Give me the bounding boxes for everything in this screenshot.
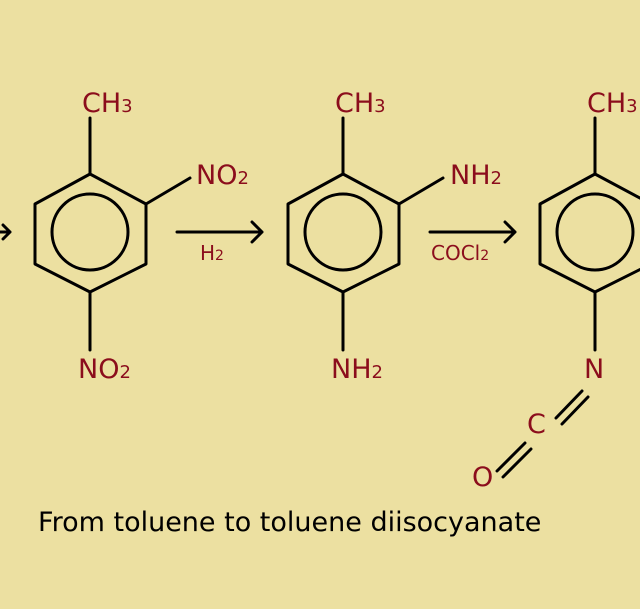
toluene-diisocyanate-structure: CH3 N C O [472, 88, 640, 493]
reagent-phosgene: COCl2 [431, 241, 489, 265]
reaction-arrow-phosgenation: COCl2 [428, 220, 517, 265]
dinitrotoluene-structure: CH3 NO2 NO2 [33, 88, 249, 385]
reagent-h2: H2 [200, 241, 224, 265]
carbon-label: C [527, 409, 546, 440]
caption: From toluene to toluene diisocyanate [38, 507, 541, 538]
amine-label-ortho: NH2 [450, 160, 502, 191]
nitrogen-label: N [584, 354, 604, 385]
methyl-label: CH3 [335, 88, 386, 119]
methyl-label: CH3 [82, 88, 133, 119]
aromatic-circle [555, 192, 635, 272]
double-bond-n-c [554, 389, 590, 426]
benzene-ring [538, 172, 640, 294]
nitro-label-ortho: NO2 [196, 160, 249, 191]
arrow-from-previous [0, 223, 12, 241]
toluenediamine-structure: CH3 NH2 NH2 [286, 88, 502, 385]
aromatic-circle [303, 192, 383, 272]
amine-label-para: NH2 [331, 354, 383, 385]
methyl-label: CH3 [587, 88, 638, 119]
double-bond-c-o [495, 441, 533, 479]
oxygen-label: O [472, 462, 493, 493]
aromatic-circle [50, 192, 130, 272]
reaction-arrow-hydrogenation: H2 [175, 220, 264, 265]
nitro-label-para: NO2 [78, 354, 131, 385]
